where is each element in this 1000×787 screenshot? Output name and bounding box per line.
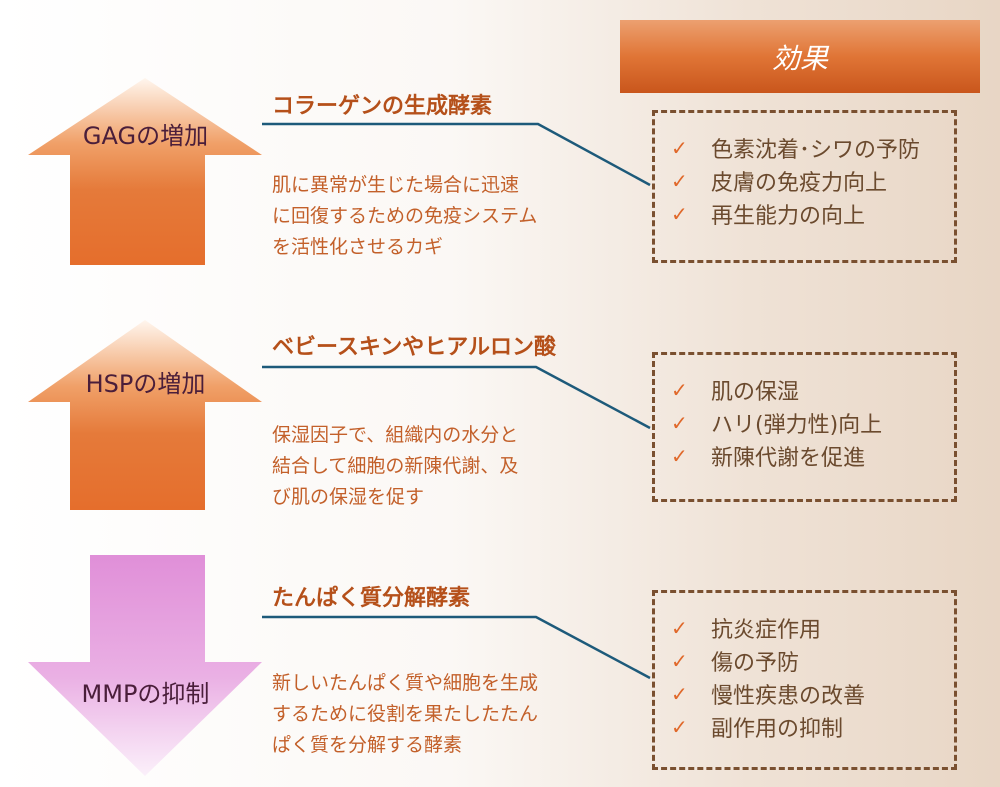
up-arrow-gag	[28, 78, 262, 265]
effects-box-2: ✓ 肌の保湿 ✓ ハリ(弾力性)向上 ✓ 新陳代謝を促進	[652, 352, 957, 502]
effect-text: 副作用の抑制	[711, 716, 844, 742]
effect-item: ✓ 傷の予防	[671, 644, 954, 677]
effects-box-3: ✓ 抗炎症作用 ✓ 傷の予防 ✓ 慢性疾患の改善 ✓ 副作用の抑制	[652, 590, 957, 770]
check-icon: ✓	[671, 648, 688, 673]
section-title-1: コラーゲンの生成酵素	[272, 94, 493, 119]
arrow-label-hsp: HSPの増加	[85, 370, 206, 398]
section-description-2: 保湿因子で、組織内の水分と 結合して細胞の新陳代謝、及 び肌の保湿を促す	[272, 420, 518, 513]
desc-line: 結合して細胞の新陳代謝、及	[272, 455, 519, 477]
check-icon: ✓	[671, 443, 688, 468]
section-description-1: 肌に異常が生じた場合に迅速 に回復するための免疫システム を活性化させるカギ	[272, 170, 537, 263]
check-icon: ✓	[671, 168, 688, 193]
section-description-3: 新しいたんぱく質や細胞を生成 するために役割を果たしたたん ぱく質を分解する酵素	[272, 668, 538, 761]
arrow-label-mmp: MMPの抑制	[81, 680, 210, 708]
check-icon: ✓	[671, 681, 688, 706]
section-title-2: ベビースキンやヒアルロン酸	[272, 335, 557, 360]
desc-line: び肌の保湿を促す	[272, 486, 425, 508]
desc-line: に回復するための免疫システム	[272, 205, 538, 227]
desc-line: 新しいたんぱく質や細胞を生成	[272, 672, 539, 694]
effect-text: 抗炎症作用	[711, 617, 822, 643]
section-title-3: たんぱく質分解酵素	[272, 586, 471, 611]
effect-text: 新陳代謝を促進	[711, 445, 866, 471]
desc-line: 肌に異常が生じた場合に迅速	[272, 174, 520, 196]
effect-item: ✓ 再生能力の向上	[671, 197, 954, 230]
effect-item: ✓ 抗炎症作用	[671, 611, 954, 644]
arrow-label-gag: GAGの増加	[82, 122, 209, 150]
effect-item: ✓ 慢性疾患の改善	[671, 677, 954, 710]
effect-text: 皮膚の免疫力向上	[711, 170, 888, 196]
effect-text: 肌の保湿	[711, 379, 800, 405]
connector-line-1	[262, 122, 651, 187]
effect-text: 傷の予防	[711, 650, 800, 676]
effect-item: ✓ 副作用の抑制	[671, 710, 954, 743]
check-icon: ✓	[671, 377, 688, 402]
connector-line-3	[262, 615, 651, 680]
desc-line: を活性化させるカギ	[272, 236, 444, 258]
effect-item: ✓ 新陳代謝を促進	[671, 439, 954, 472]
effect-text: 慢性疾患の改善	[711, 683, 866, 709]
connector-line-2	[262, 365, 651, 430]
effect-text: 色素沈着･シワの予防	[711, 137, 921, 163]
check-icon: ✓	[671, 615, 688, 640]
check-icon: ✓	[671, 135, 688, 160]
desc-line: ぱく質を分解する酵素	[272, 734, 463, 756]
effect-item: ✓ 色素沈着･シワの予防	[671, 131, 954, 164]
down-arrow-mmp	[28, 555, 262, 776]
check-icon: ✓	[671, 410, 688, 435]
effect-item: ✓ 皮膚の免疫力向上	[671, 164, 954, 197]
effect-item: ✓ ハリ(弾力性)向上	[671, 406, 954, 439]
effects-header: 効果	[620, 20, 980, 93]
effect-text: 再生能力の向上	[711, 203, 866, 229]
effects-box-1: ✓ 色素沈着･シワの予防 ✓ 皮膚の免疫力向上 ✓ 再生能力の向上	[652, 110, 957, 263]
check-icon: ✓	[671, 714, 688, 739]
desc-line: 保湿因子で、組織内の水分と	[272, 424, 519, 446]
effect-text: ハリ(弾力性)向上	[711, 412, 883, 438]
up-arrow-hsp	[28, 320, 262, 510]
desc-line: するために役割を果たしたたん	[272, 703, 539, 725]
check-icon: ✓	[671, 201, 688, 226]
effect-item: ✓ 肌の保湿	[671, 373, 954, 406]
